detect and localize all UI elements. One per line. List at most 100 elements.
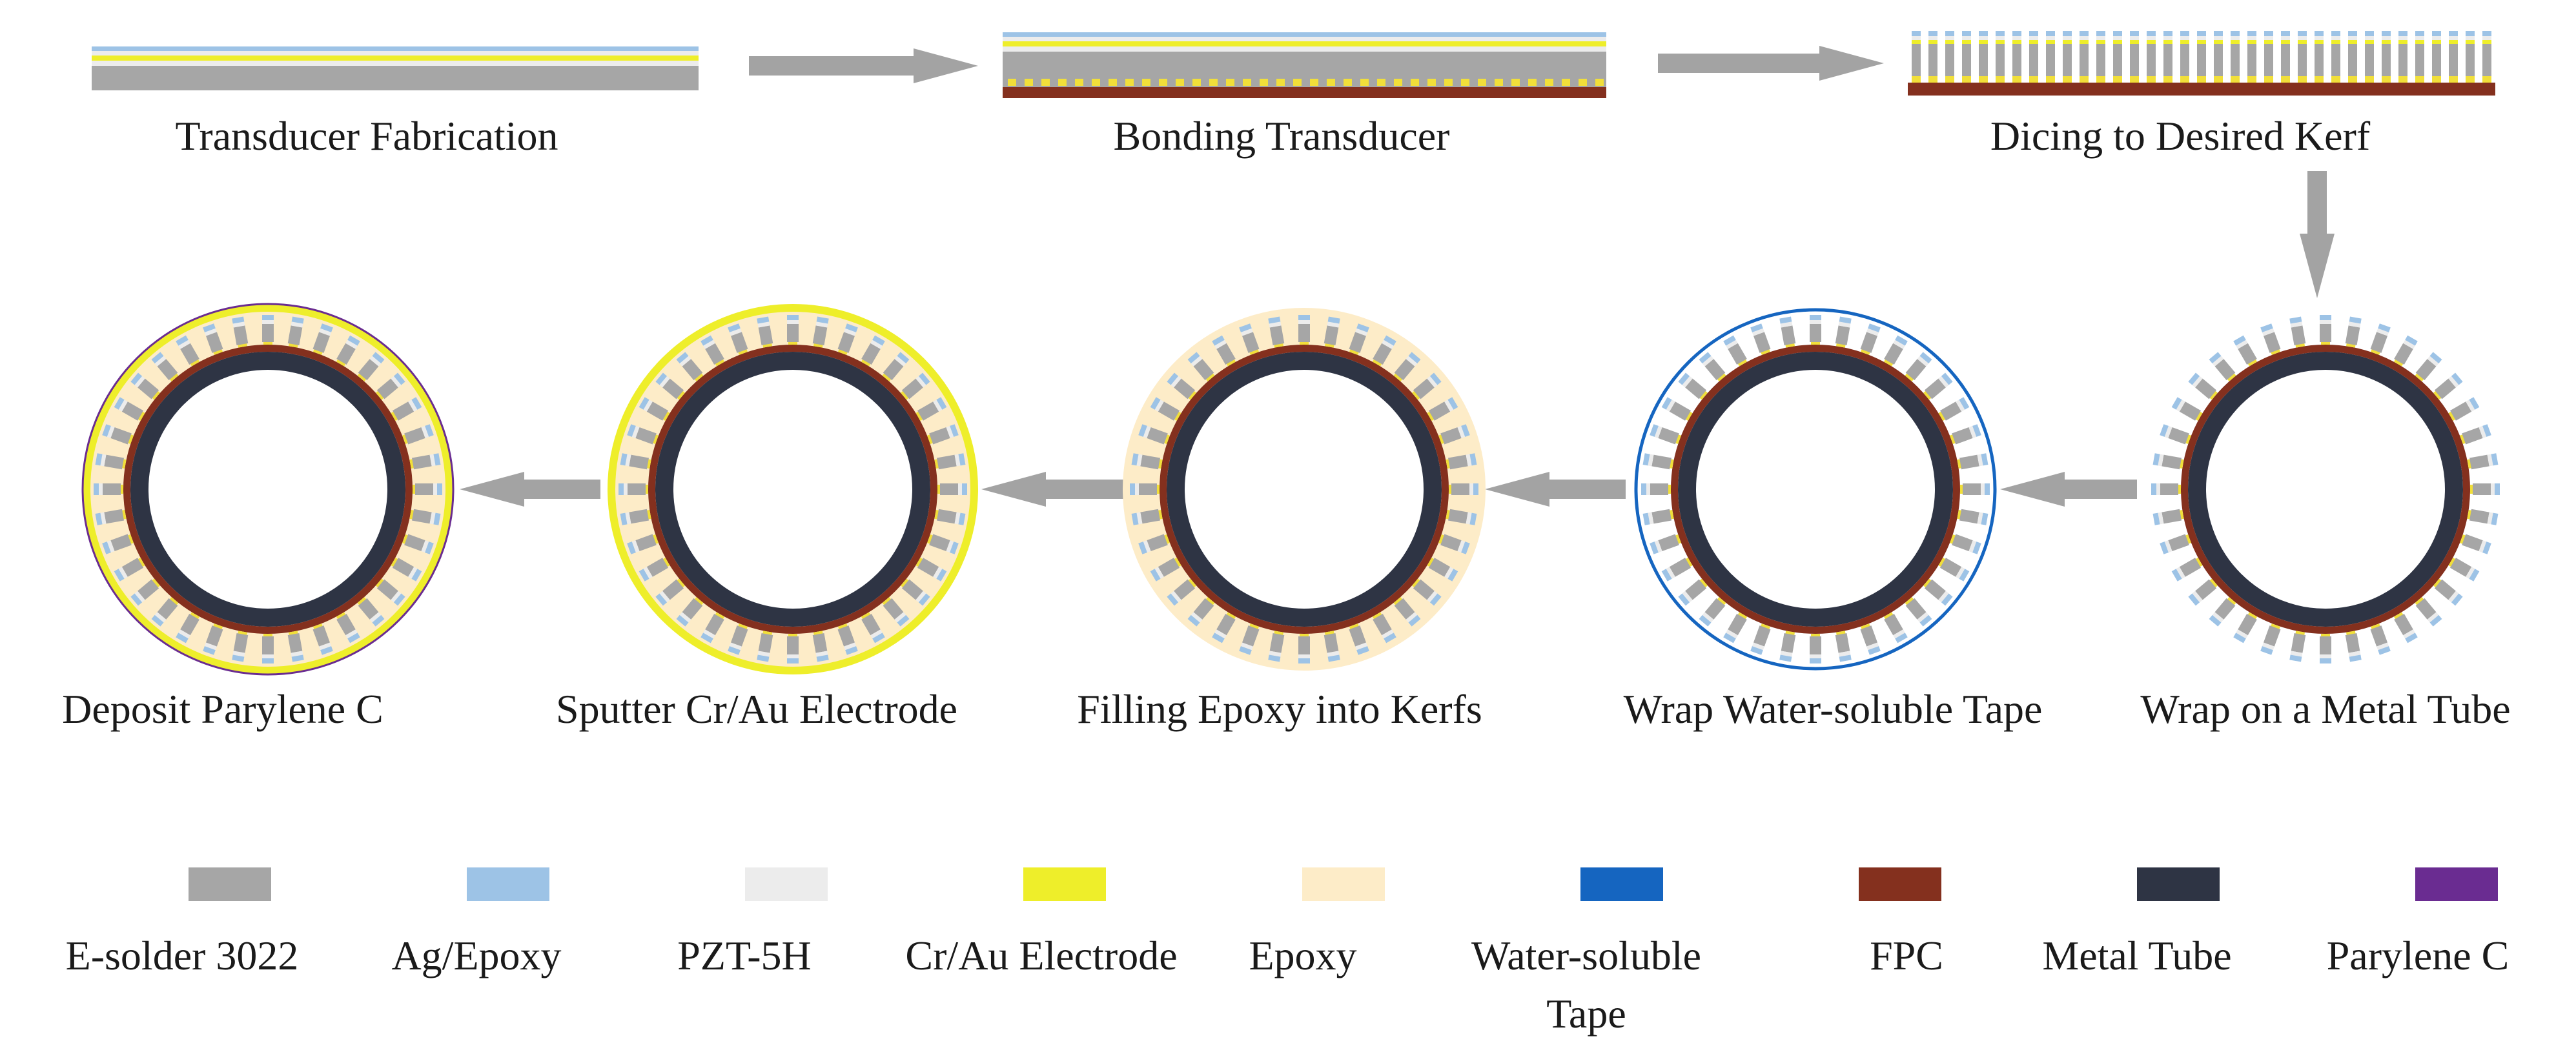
pzt-segment — [1327, 321, 1340, 328]
ag-epoxy-segment — [2320, 315, 2331, 320]
pzt-segment — [2348, 651, 2361, 657]
diced-element — [787, 634, 799, 663]
e-solder-pillar — [1884, 613, 1903, 636]
pzt-segment — [2398, 36, 2407, 40]
e-solder-pillar — [1959, 454, 1979, 470]
e-solder-pillar — [1835, 325, 1850, 346]
ag-epoxy-segment — [1839, 316, 1852, 324]
solder-dot — [1393, 597, 1404, 606]
solder-dot — [189, 612, 200, 620]
diced-element — [700, 335, 725, 367]
e-solder-pillar — [1140, 454, 1161, 470]
e-solder-pillar — [2432, 44, 2441, 76]
legend-label-fpc: FPC — [1870, 933, 1943, 978]
diced-element — [2448, 397, 2480, 421]
diced-element — [402, 534, 434, 554]
solder-dot — [1528, 79, 1537, 86]
diced-element — [312, 623, 333, 655]
solder-dot — [1427, 79, 1436, 86]
ag-epoxy-segment — [787, 658, 799, 663]
ag-epoxy-segment — [1985, 483, 1990, 495]
solder-dot — [1226, 79, 1234, 86]
ag-epoxy-segment — [425, 424, 434, 437]
pzt-segment — [1938, 376, 1949, 388]
solder-dot — [357, 372, 367, 381]
ag-epoxy-segment — [1469, 453, 1477, 466]
solder-dot — [1159, 79, 1167, 86]
epoxy-fill — [87, 308, 449, 671]
legend-swatch-e_solder — [189, 867, 271, 901]
e-solder-pillar — [358, 359, 379, 381]
diced-element — [1905, 597, 1932, 627]
pzt-segment — [1170, 376, 1181, 388]
diced-element — [676, 352, 704, 381]
pzt-segment — [631, 540, 640, 553]
step-label-wrap-on-metal-tube: Wrap on a Metal Tube — [2140, 686, 2510, 732]
solder-dot — [2298, 76, 2307, 83]
arrow-fabrication-to-bonding — [749, 48, 978, 83]
cr-au-layer — [1003, 41, 1606, 46]
ag-epoxy-segment — [94, 483, 99, 495]
solder-dot — [1075, 79, 1083, 86]
arrow-to-filling-epoxy — [1485, 472, 1626, 507]
e-solder-pillar — [2398, 44, 2407, 76]
pzt-segment — [429, 512, 436, 525]
solder-dot — [2321, 634, 2330, 638]
pzt-segment — [1726, 629, 1738, 639]
pzt-segment — [946, 540, 954, 553]
pzt-segment — [2432, 36, 2441, 40]
ag-epoxy-segment — [1972, 542, 1981, 554]
e-solder-pillar — [1781, 325, 1796, 346]
pzt-segment — [1170, 591, 1181, 603]
e-solder-pillar — [2291, 633, 2306, 653]
ag-epoxy-segment — [1408, 614, 1421, 627]
solder-dot — [788, 341, 797, 345]
cr-au-segment — [1912, 40, 1921, 44]
solder-dot — [1511, 79, 1520, 86]
e-solder-pillar — [917, 401, 939, 421]
ag-epoxy-segment — [2247, 31, 2256, 36]
e-solder-pillar — [2320, 324, 2331, 342]
diced-element — [2470, 483, 2500, 495]
pzt-segment — [1143, 540, 1151, 553]
e-solder-pillar — [635, 427, 657, 445]
pzt-segment — [433, 483, 437, 495]
solder-dot — [391, 557, 399, 568]
ag-epoxy-segment — [1699, 614, 1712, 627]
pzt-segment — [2427, 356, 2439, 367]
step-label-sputter-cr-au-electrode: Sputter Cr/Au Electrode — [556, 686, 957, 732]
metal-tube — [1678, 352, 1953, 627]
ag-epoxy-segment — [2348, 31, 2357, 36]
solder-dot — [391, 410, 399, 421]
pzt-segment — [729, 328, 742, 336]
e-solder-pillar — [628, 483, 646, 495]
pzt-segment — [870, 629, 883, 639]
cr-au-segment — [2147, 40, 2156, 44]
diced-element — [102, 424, 134, 445]
ag-epoxy-segment — [2171, 397, 2182, 410]
ag-epoxy-segment — [1981, 453, 1988, 466]
e-solder-layer — [92, 66, 699, 90]
pzt-segment — [1444, 567, 1454, 579]
pzt-segment — [2315, 36, 2324, 40]
diced-element — [336, 612, 360, 643]
solder-dot — [2247, 612, 2258, 620]
solder-dot — [1372, 612, 1383, 620]
ag-epoxy-segment — [437, 483, 442, 495]
diced-element — [1393, 352, 1421, 381]
solder-dot — [1344, 79, 1352, 86]
solder-dot — [2449, 76, 2458, 83]
pzt-segment — [844, 328, 857, 336]
solder-dot — [1092, 79, 1100, 86]
e-solder-pillar — [1216, 343, 1236, 365]
solder-dot — [1394, 79, 1402, 86]
diced-element — [1950, 424, 1981, 445]
pzt-segment — [319, 642, 332, 651]
ag-epoxy-segment — [347, 335, 360, 346]
ag-epoxy-segment — [2451, 593, 2463, 606]
pzt-segment — [369, 612, 382, 623]
pzt-segment — [2377, 642, 2389, 651]
e-solder-pillar — [1685, 579, 1707, 600]
e-solder-pillar — [901, 378, 923, 400]
solder-dot — [1327, 79, 1335, 86]
